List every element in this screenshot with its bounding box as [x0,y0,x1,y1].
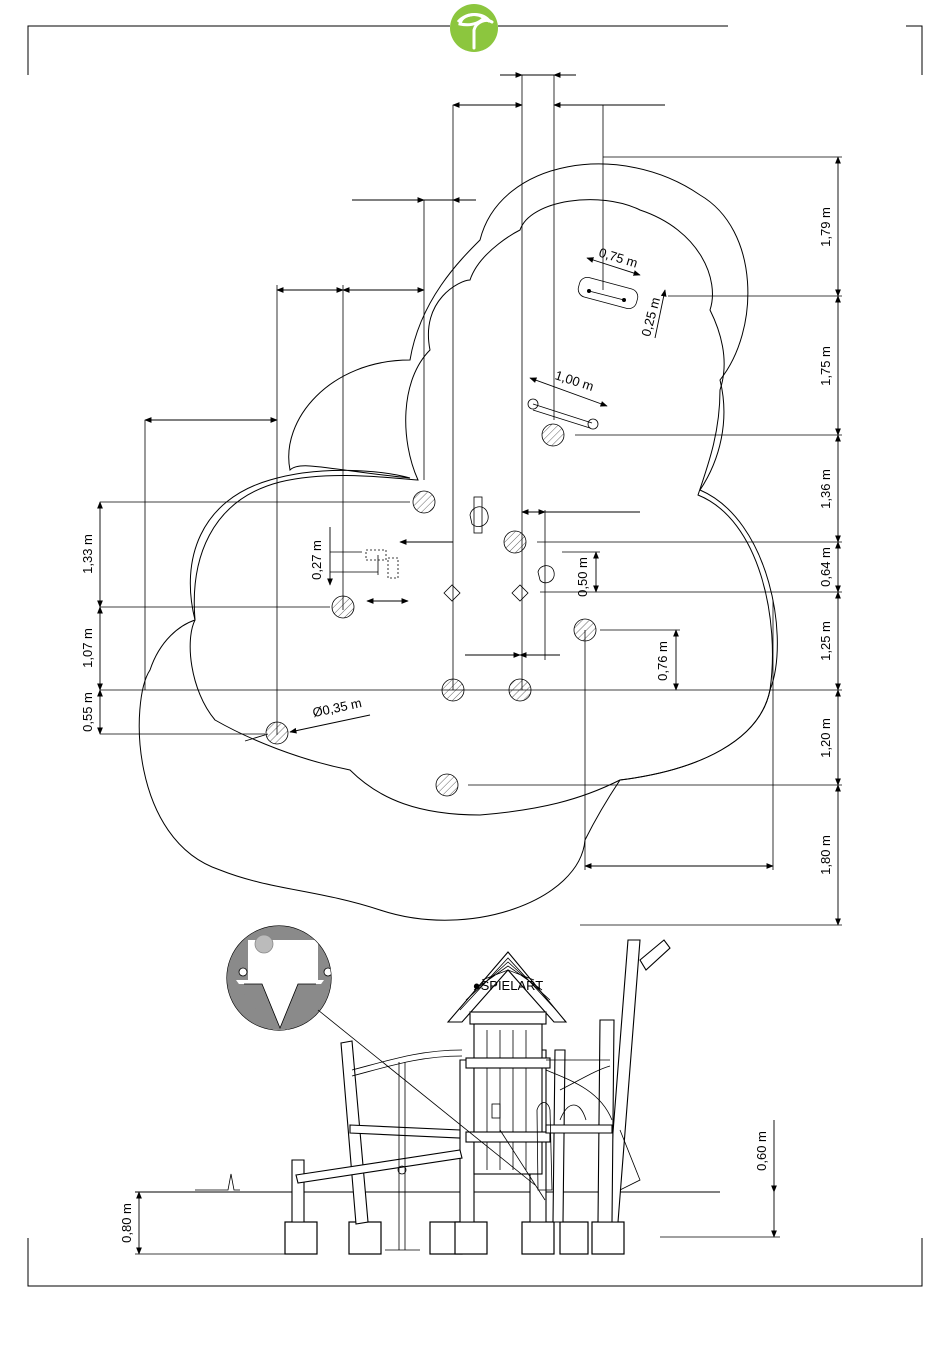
dim-label-100: 1,00 m [553,367,595,394]
inner-dimension-labels: 0,75 m 0,25 m 1,00 m 0,27 m 0,50 m 0,76 … [309,245,670,720]
side-view: ●SPIELART [119,926,780,1254]
inner-dimension-lines [245,258,676,741]
post-markers [266,424,596,796]
plan-view: 1,79 m 1,75 m 1,36 m 0,64 m 1,25 m 1,20 … [80,75,842,925]
svg-text:●SPIELART: ●SPIELART [473,978,544,993]
dim-label-right-4: 0,64 m [818,547,833,587]
left-dimension-labels: 1,33 m 1,07 m 0,55 m [80,534,95,732]
right-reference-lines [100,157,842,925]
right-dimension-labels: 1,79 m 1,75 m 1,36 m 0,64 m 1,25 m 1,20 … [818,207,833,875]
top-dimension-chain [145,75,773,866]
dim-label-050: 0,50 m [575,557,590,597]
dim-label-right-3: 1,36 m [818,469,833,509]
dim-label-right-7: 1,80 m [818,835,833,875]
dim-label-027: 0,27 m [309,540,324,580]
guide-lines [145,75,773,870]
dim-label-right-2: 1,75 m [818,346,833,386]
dim-label-left-3: 0,55 m [80,692,95,732]
tree-leaf-logo-icon [450,4,498,52]
concrete-footings [285,1222,624,1254]
dim-label-side-left: 0,80 m [119,1203,134,1243]
dim-label-right-1: 1,79 m [818,207,833,247]
dim-label-side-right: 0,60 m [754,1131,769,1171]
dim-label-right-5: 1,25 m [818,621,833,661]
dim-label-left-1: 1,33 m [80,534,95,574]
dim-label-right-6: 1,20 m [818,718,833,758]
dim-label-075: 0,75 m [597,245,639,271]
dim-label-076: 0,76 m [655,641,670,681]
dim-label-left-2: 1,07 m [80,628,95,668]
dim-label-post-diameter: Ø0,35 m [311,695,363,720]
